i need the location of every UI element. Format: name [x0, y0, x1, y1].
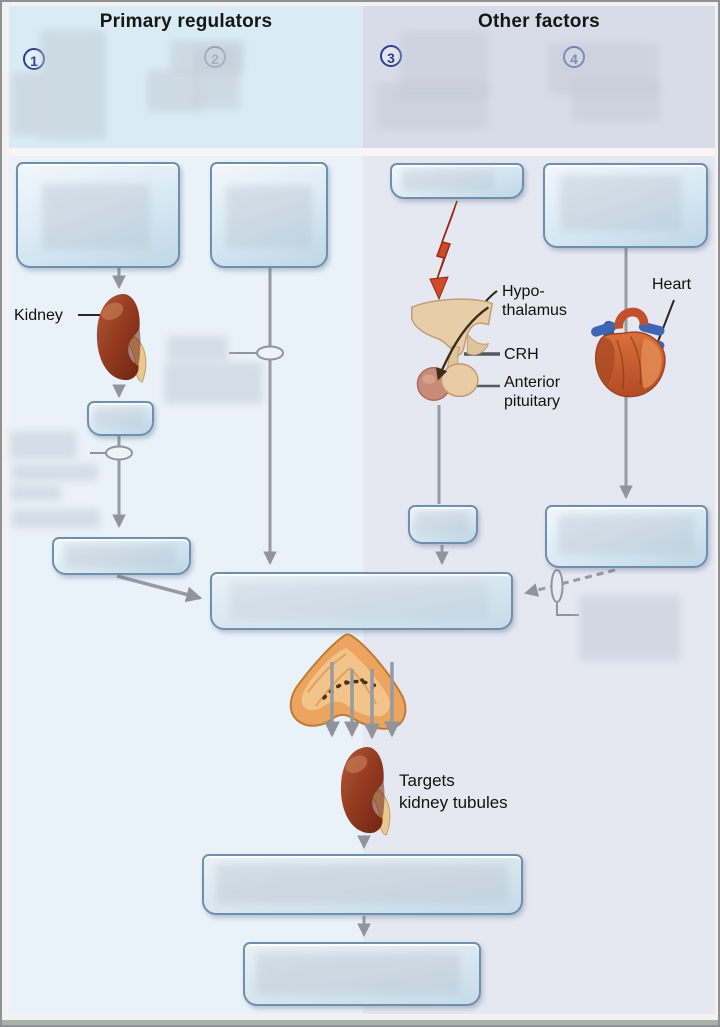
- redacted-label-col1-b: [12, 464, 98, 481]
- redacted-text-box-col2-top: [226, 186, 312, 248]
- redacted-text-box-col4-result: [558, 515, 694, 555]
- hypothalamus-pituitary-illustration: [411, 298, 494, 402]
- redacted-text-box-target-effect: [216, 864, 508, 904]
- kidney-target-illustration: [340, 746, 391, 836]
- redacted-label-col1-c: [11, 485, 61, 501]
- redacted-answer-2b: [147, 70, 200, 112]
- redacted-label-col2-a: [167, 336, 228, 361]
- redacted-text-box-col1-result: [64, 544, 176, 568]
- blank-box-col3-small[interactable]: [408, 505, 478, 544]
- redacted-label-col2-b: [164, 362, 263, 404]
- kidney-label: Kidney: [14, 307, 63, 324]
- hypothalamus-label-line1: Hypo-: [502, 283, 545, 300]
- redacted-answer-4b: [572, 80, 660, 122]
- heart-label: Heart: [652, 276, 692, 293]
- anterior-pituitary-label-line2: pituitary: [504, 393, 561, 410]
- blank-box-target-effect[interactable]: [202, 854, 523, 915]
- blank-box-col2-top[interactable]: [210, 162, 328, 268]
- blank-box-col1-result[interactable]: [52, 537, 191, 575]
- header-title-primary-regulators: Primary regulators: [99, 11, 273, 32]
- header-main-divider: [9, 148, 715, 156]
- targets-label-line2: kidney tubules: [399, 793, 508, 812]
- heart-illustration: [591, 307, 666, 398]
- redacted-label-col1-a: [10, 431, 77, 459]
- redacted-text-box-col3-small: [414, 511, 469, 535]
- bottom-edge-strip: [2, 1020, 718, 1025]
- redacted-answer-3b: [376, 82, 488, 130]
- redacted-answer-2c: [194, 46, 240, 110]
- blank-box-col1-small[interactable]: [87, 401, 154, 436]
- blank-box-col3-top[interactable]: [390, 163, 524, 199]
- blank-box-final[interactable]: [243, 942, 481, 1006]
- kidney-illustration: [96, 293, 147, 383]
- redacted-text-box-final: [256, 953, 460, 995]
- blank-box-col1-top[interactable]: [16, 162, 180, 268]
- redacted-text-box-col3-top: [402, 169, 494, 191]
- blank-box-col4-result[interactable]: [545, 505, 708, 568]
- blank-box-central[interactable]: [210, 572, 513, 630]
- anterior-pituitary-label-line1: Anterior: [504, 374, 561, 391]
- redacted-text-box-col4-top: [560, 175, 682, 231]
- redacted-answer-1b: [12, 72, 42, 136]
- crh-label: CRH: [504, 346, 539, 363]
- targets-label-line1: Targets: [399, 771, 455, 790]
- redacted-label-feedback: [579, 595, 680, 661]
- hypothalamus-label-line2: thalamus: [502, 302, 567, 319]
- redacted-text-box-col1-top: [42, 184, 150, 250]
- header-title-other-factors: Other factors: [478, 11, 600, 32]
- redacted-label-col1-d: [12, 509, 100, 528]
- blank-box-col4-top[interactable]: [543, 163, 708, 248]
- lightning-bolt-icon: [429, 200, 458, 301]
- redacted-answer-1a: [40, 30, 106, 140]
- redacted-text-box-central: [230, 582, 488, 620]
- redacted-text-box-col1-small: [93, 407, 145, 428]
